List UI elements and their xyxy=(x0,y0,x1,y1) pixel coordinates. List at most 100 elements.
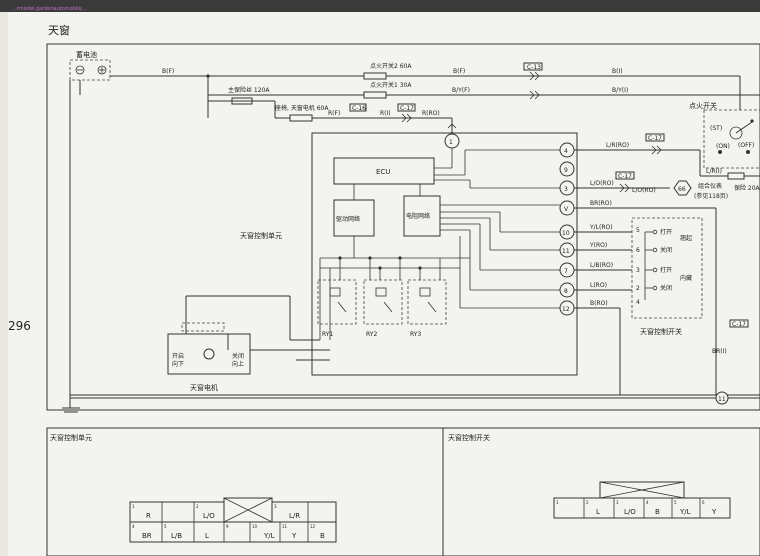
splice-11 xyxy=(715,391,729,405)
svg-text:L: L xyxy=(596,508,600,516)
svg-text:2: 2 xyxy=(586,500,589,505)
wire-label-byf: B/Y(F) xyxy=(452,87,470,94)
connector-c17a-label: C-17 xyxy=(400,105,414,112)
cu-internal-wiring xyxy=(319,148,560,340)
fuse-ign2-label: 点火开关2 60A xyxy=(370,62,412,70)
fuse-ign1-label: 点火开关1 30A xyxy=(370,81,412,89)
svg-text:5: 5 xyxy=(636,227,640,234)
svg-text:8: 8 xyxy=(564,288,568,295)
relay-ry1: RY1 xyxy=(317,279,357,338)
combination-meter-label: 组合仪表 xyxy=(698,182,722,190)
svg-text:RY2: RY2 xyxy=(366,331,377,338)
connector-c17d-label: C-17 xyxy=(732,321,746,328)
sunroof-switch-contacts: 5 6 3 2 4 打开 关闭 打开 关闭 翘起 内藏 xyxy=(636,227,692,306)
svg-text:关闭: 关闭 xyxy=(232,352,244,360)
wire-label-b-ro: B(RO) xyxy=(590,300,608,307)
combination-meter-number: 66 xyxy=(678,186,686,193)
svg-text:9: 9 xyxy=(564,167,568,174)
drive-circuit-label: 驱动网络 xyxy=(336,215,360,223)
connector-c17a xyxy=(397,103,416,112)
sunroof-switch-label: 天窗控制开关 xyxy=(640,327,682,336)
wire-label-lr-i: L/R(I) xyxy=(706,168,722,175)
ign-pos-on: (ON) xyxy=(716,143,730,150)
svg-text:L/O: L/O xyxy=(624,508,636,516)
svg-text:5: 5 xyxy=(674,500,677,505)
svg-text:6: 6 xyxy=(636,247,640,254)
svg-text:4: 4 xyxy=(564,148,568,155)
svg-text:向上: 向上 xyxy=(232,360,244,368)
sunroof-motor-label: 天窗电机 xyxy=(190,383,218,392)
page-number: 296 xyxy=(8,319,31,333)
svg-text:4: 4 xyxy=(132,524,135,529)
svg-text:7: 7 xyxy=(564,268,568,275)
svg-text:2: 2 xyxy=(196,504,199,509)
control-unit-label: 天窗控制单元 xyxy=(240,231,282,240)
wire-label-lo-ro2: L/O(RO) xyxy=(632,187,656,194)
bottom-right-panel xyxy=(442,427,760,556)
ign-pos-st: (ST) xyxy=(710,125,722,132)
svg-text:V: V xyxy=(564,206,569,213)
ignition-switch: 点火开关 (ST) (ON) (OFF) xyxy=(689,101,760,169)
wire-label-br-ro: BR(RO) xyxy=(590,200,612,207)
svg-text:12: 12 xyxy=(562,306,570,313)
fuse-ign1 xyxy=(363,91,387,99)
wire-label-l-ro: L(RO) xyxy=(590,282,607,289)
svg-text:Y: Y xyxy=(291,532,297,540)
svg-text:3: 3 xyxy=(636,267,640,274)
wire-label-rro: R(RO) xyxy=(422,110,440,117)
ecu-block xyxy=(333,157,435,185)
ign-pos-off: (OFF) xyxy=(738,142,754,149)
connector-c17b-label: C-17 xyxy=(648,135,662,142)
left-connector-face: 1 2 3 4 5 9 10 11 12 R L/O L/R BR L/B L … xyxy=(129,497,337,543)
wire-label-lb-ro: L/B(RO) xyxy=(590,262,613,269)
wire-label-lo-ro1: L/O(RO) xyxy=(590,180,614,187)
url-text[interactable]: ...tmodel.gardenautomobile... xyxy=(12,6,87,12)
svg-text:BR: BR xyxy=(142,532,152,540)
svg-text:11: 11 xyxy=(718,396,726,403)
wire-label-bi: B(I) xyxy=(612,68,623,75)
svg-text:L/B: L/B xyxy=(171,532,182,540)
wire-label-bf1: B(F) xyxy=(162,68,174,75)
connector-c17d xyxy=(729,319,749,328)
svg-text:关闭: 关闭 xyxy=(660,284,672,292)
battery-label: 蓄电池 xyxy=(76,50,97,59)
fuse-main-label: 主保险丝 120A xyxy=(228,86,270,94)
wire-label-lr-ro: L/R(RO) xyxy=(606,142,629,149)
wire-label-rf: R(F) xyxy=(328,110,340,117)
relay-ry2: RY2 xyxy=(363,279,403,338)
svg-text:B: B xyxy=(655,508,660,516)
svg-text:打开: 打开 xyxy=(660,228,672,236)
svg-text:4: 4 xyxy=(646,500,649,505)
right-connector-face: 1 2 3 4 5 6 L L/O B Y/L Y xyxy=(553,481,731,519)
wire-label-yl-ro: Y/L(RO) xyxy=(589,224,613,231)
svg-text:Y: Y xyxy=(711,508,717,516)
combination-meter-ref: (参见118页) xyxy=(694,192,728,200)
diagram-frame xyxy=(46,43,760,411)
wire-label-bf2: B(F) xyxy=(453,68,465,75)
svg-text:3: 3 xyxy=(274,504,277,509)
ignition-switch-label: 点火开关 xyxy=(689,101,717,110)
svg-text:3: 3 xyxy=(616,500,619,505)
fuse-20a-label: 保险 20A xyxy=(734,184,760,192)
svg-text:关闭: 关闭 xyxy=(660,246,672,254)
svg-text:12: 12 xyxy=(310,524,316,529)
svg-text:Y/L: Y/L xyxy=(263,532,275,540)
ecu-label: ECU xyxy=(376,168,390,176)
svg-text:内藏: 内藏 xyxy=(680,274,692,282)
control-unit-box xyxy=(311,132,578,376)
battery: 蓄电池 xyxy=(69,50,111,95)
svg-text:1: 1 xyxy=(556,500,559,505)
svg-text:L: L xyxy=(205,532,209,540)
fuse-sunroof-label: 座椅, 天窗电机 60A xyxy=(275,104,329,112)
connector-c17b xyxy=(645,133,665,142)
svg-text:10: 10 xyxy=(562,230,570,237)
resistor-net-block xyxy=(403,195,441,237)
wire-label-br-i: BR(I) xyxy=(712,348,727,355)
svg-text:打开: 打开 xyxy=(660,266,672,274)
svg-text:向下: 向下 xyxy=(172,360,184,368)
fuse-ign2: 点火开关2 60A xyxy=(363,62,412,80)
svg-text:翘起: 翘起 xyxy=(680,234,692,242)
fuse-sunroof xyxy=(289,114,313,122)
connector-c13 xyxy=(523,62,543,71)
